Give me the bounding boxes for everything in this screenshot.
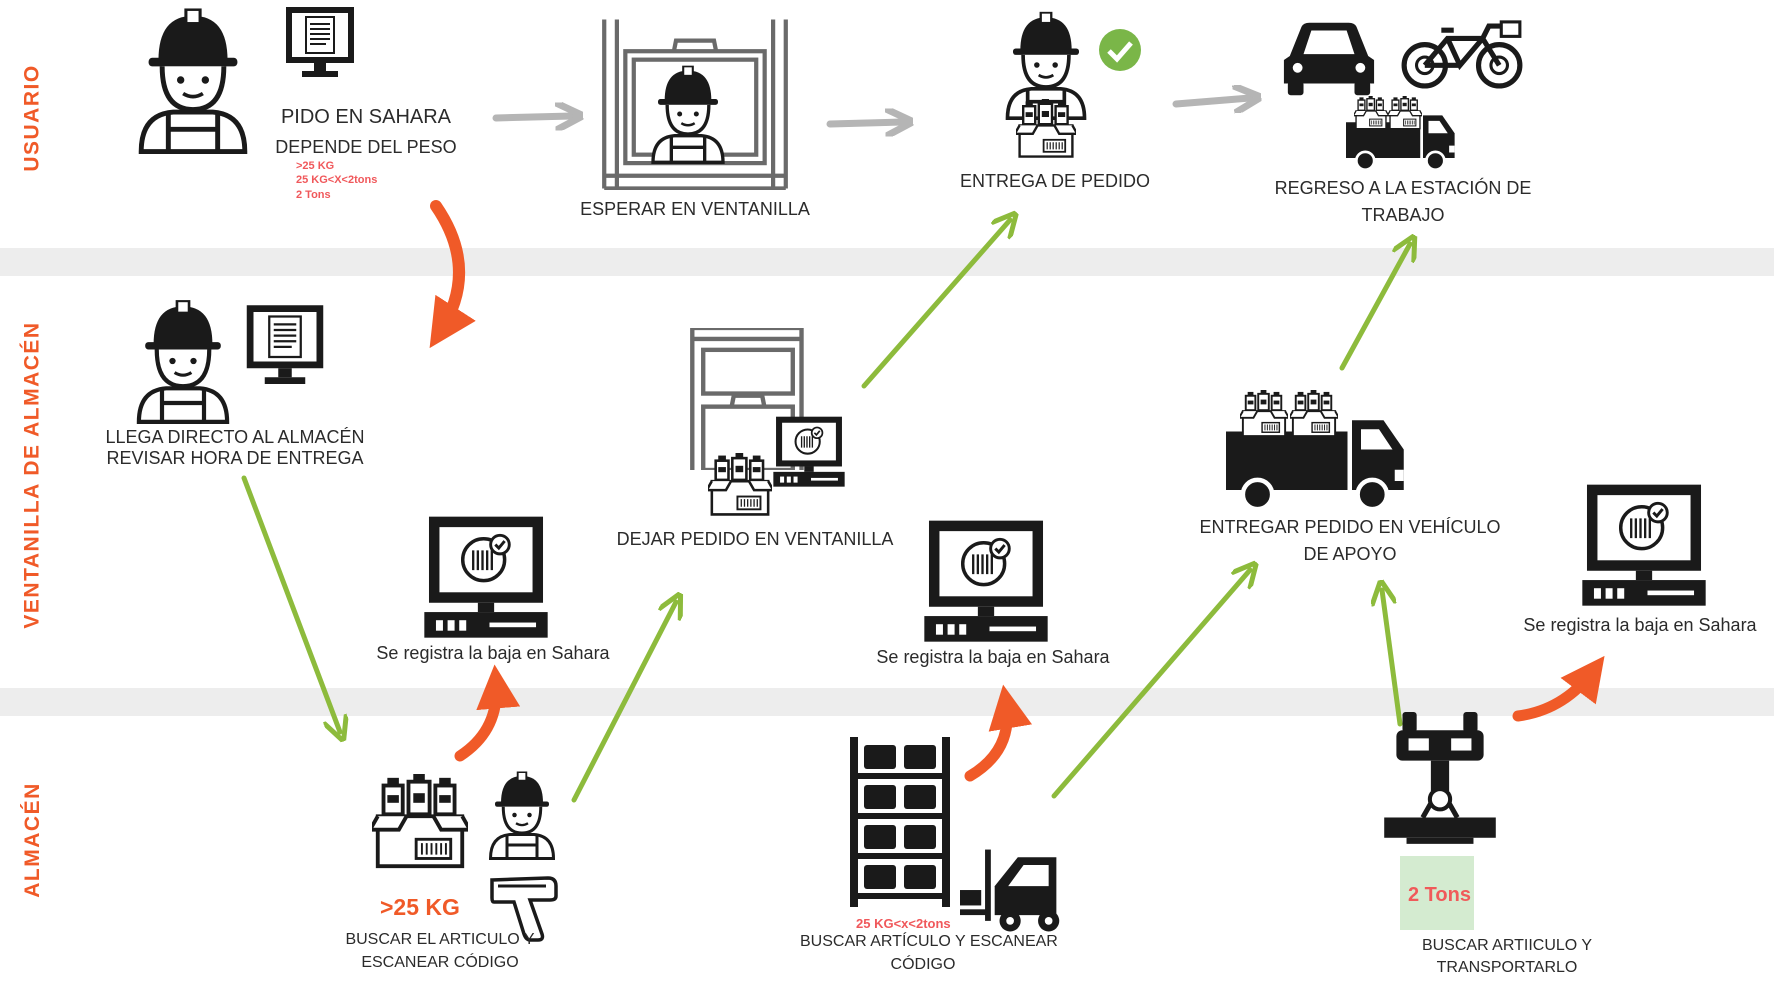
step-llega-line1: LLEGA DIRECTO AL ALMACÉN	[105, 427, 365, 447]
boxes-icon	[1354, 96, 1388, 130]
step-pido-subtitle: DEPENDE DEL PESO	[275, 137, 457, 157]
step-buscar1-line2: ESCANEAR CÓDIGO	[361, 954, 519, 971]
lane-divider-2	[0, 688, 1774, 716]
boxes-icon	[1240, 390, 1288, 438]
computer-icon	[422, 512, 550, 640]
crane-icon	[1384, 712, 1496, 854]
lane-usuario: USUARIO	[18, 18, 48, 218]
step-dejar: DEJAR PEDIDO EN VENTANILLA	[616, 529, 894, 549]
computer-icon	[772, 414, 846, 488]
boxes-icon	[708, 452, 772, 518]
computer-icon	[240, 302, 330, 394]
step-buscar3-line2: TRANSPORTARLO	[1436, 959, 1578, 976]
step-vehiculo-line2: DE APOYO	[1303, 544, 1397, 564]
bicycle-icon	[1400, 18, 1524, 94]
worker-icon	[646, 64, 730, 164]
step-llega-line2: REVISAR HORA DE ENTREGA	[106, 448, 364, 468]
lane-divider-1	[0, 248, 1774, 276]
lane-almacen-label: ALMACÉN	[21, 782, 44, 898]
weight-label-2: 25 KG<x<2tons	[856, 916, 951, 931]
weight-option: >25 KG	[296, 160, 335, 172]
arrow-green-4	[1051, 570, 1250, 799]
boxes-icon	[1016, 98, 1076, 160]
worker-icon	[128, 6, 258, 154]
tons-box	[1400, 856, 1474, 930]
computer-icon	[1580, 480, 1708, 608]
step-entrega: ENTREGA DE PEDIDO	[959, 171, 1151, 191]
arrow-gray-3	[1172, 98, 1250, 104]
weight-option: 25 KG<X<2tons	[296, 174, 378, 186]
worker-icon	[484, 770, 560, 860]
step-pido-title: PIDO EN SAHARA	[280, 106, 452, 128]
weight-option: 2 Tons	[296, 189, 331, 201]
step-vehiculo-line1: ENTREGAR PEDIDO EN VEHÍCULO	[1199, 517, 1501, 537]
step-buscar2-line1: BUSCAR ARTÍCULO Y ESCANEAR	[800, 933, 1058, 950]
computer-icon	[922, 516, 1050, 644]
check-icon	[1099, 29, 1141, 71]
lane-ventanilla: VENTANILLA DE ALMACÉN	[18, 280, 48, 670]
weight-label-3: 2 Tons	[1408, 884, 1471, 906]
step-buscar1-line1: BUSCAR EL ARTICULO Y	[345, 931, 535, 948]
step-baja-1: Se registra la baja en Sahara	[376, 643, 610, 663]
arrow-gray-2	[826, 122, 902, 124]
boxes-icon	[1290, 390, 1338, 438]
weight-label-1: >25 KG	[380, 894, 460, 920]
arrow-green-3	[861, 220, 1010, 389]
forklift-icon	[960, 846, 1066, 936]
lane-ventanilla-label: VENTANILLA DE ALMACÉN	[21, 321, 44, 629]
step-baja-2: Se registra la baja en Sahara	[876, 647, 1110, 667]
computer-icon	[280, 4, 360, 86]
boxes-icon	[372, 772, 468, 872]
arrow-gray-1	[492, 116, 572, 118]
step-esperar: ESPERAR EN VENTANILLA	[580, 199, 810, 219]
lane-usuario-label: USUARIO	[21, 64, 44, 172]
shelf-icon	[850, 734, 950, 910]
lane-almacen: ALMACÉN	[18, 740, 48, 940]
step-buscar2-line2: CÓDIGO	[890, 956, 956, 973]
step-regreso-line1: REGRESO A LA ESTACIÓN DE	[1274, 178, 1532, 198]
step-buscar3-line1: BUSCAR ARTIICULO Y	[1421, 937, 1593, 954]
step-regreso-line2: TRABAJO	[1361, 205, 1445, 225]
step-baja-3: Se registra la baja en Sahara	[1523, 615, 1757, 635]
boxes-icon	[1388, 96, 1422, 130]
car-icon	[1280, 18, 1378, 98]
worker-icon	[130, 298, 236, 424]
